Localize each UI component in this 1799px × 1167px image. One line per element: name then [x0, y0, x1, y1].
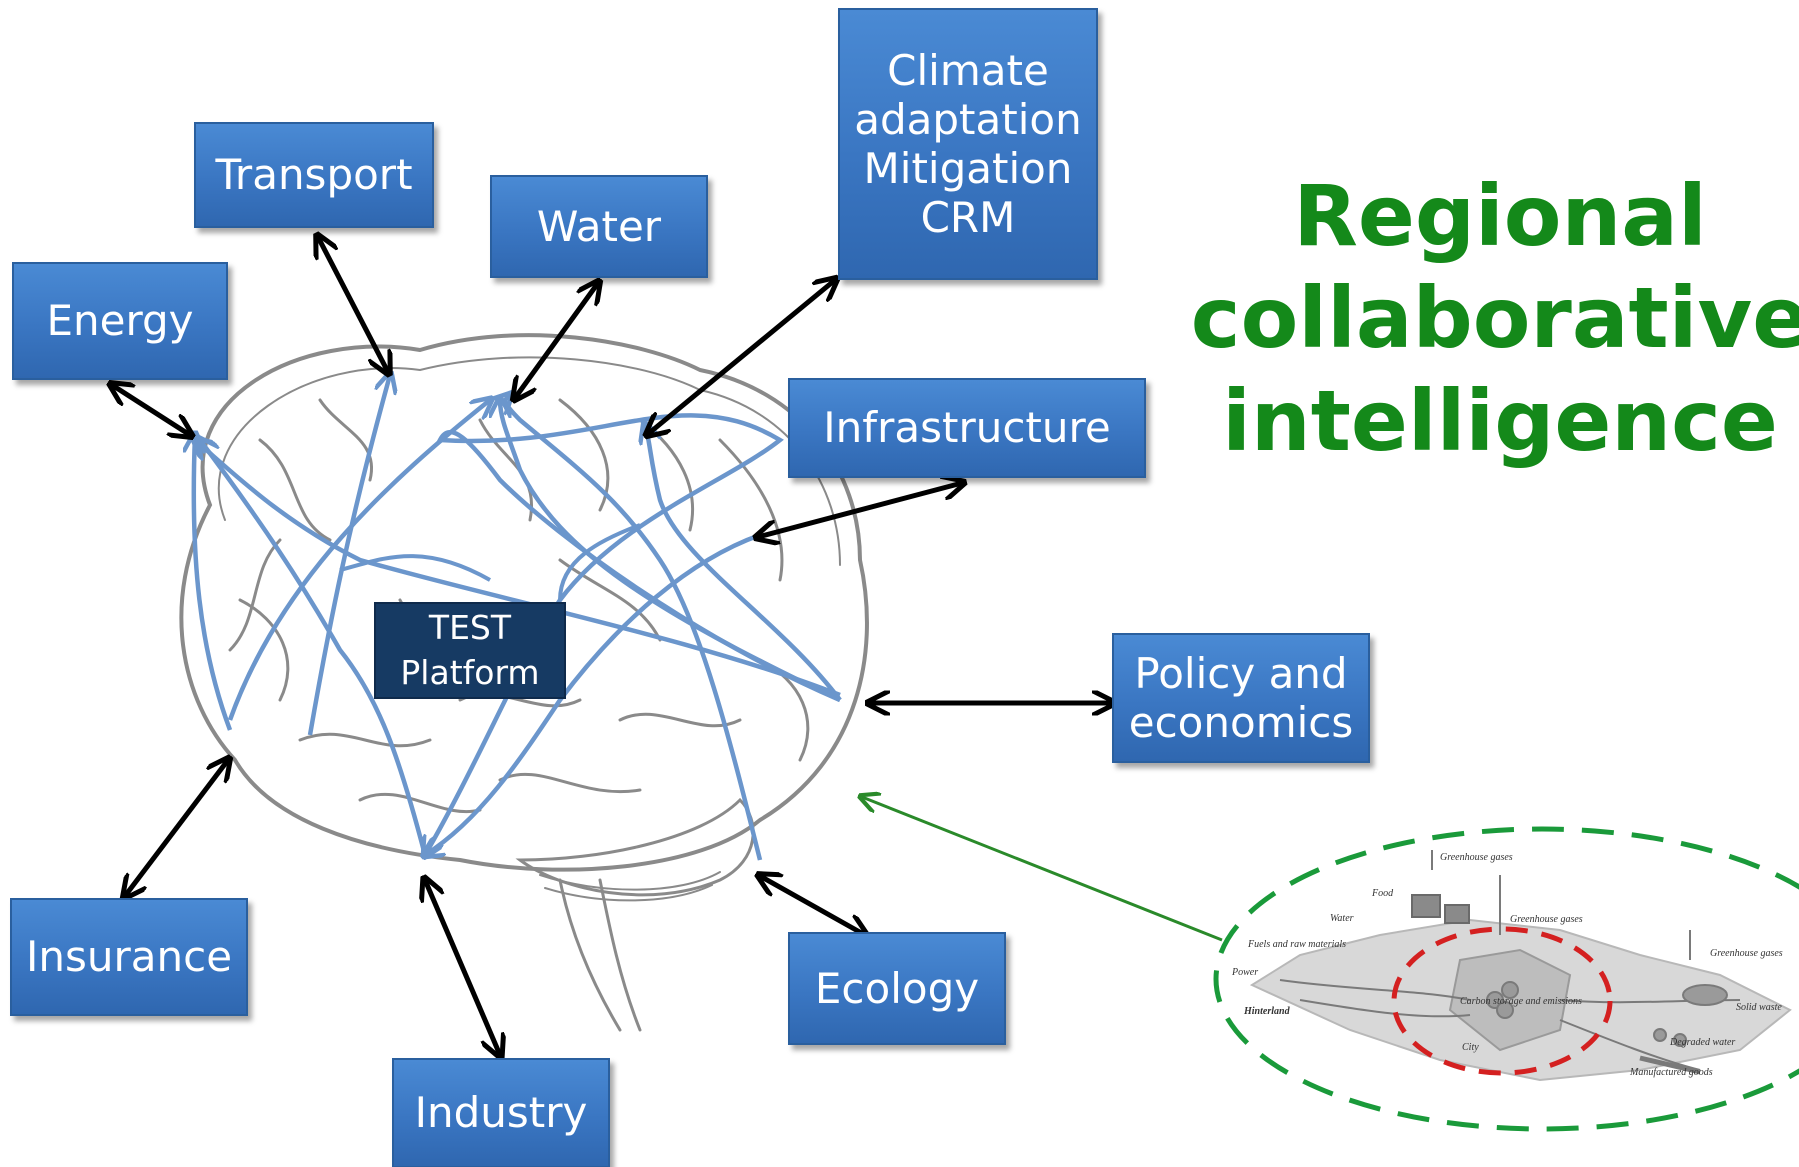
- inset-label-7: Carbon storage and emissions: [1460, 996, 1582, 1007]
- test-platform-box: TEST Platform: [374, 602, 566, 699]
- inset-label-9: Greenhouse gases: [1710, 948, 1783, 959]
- inset-label-8: City: [1462, 1042, 1479, 1053]
- inset-labels: Greenhouse gases Food Water Fuels and ra…: [1231, 852, 1783, 1078]
- blue-connection-paths: [194, 375, 842, 860]
- inset-label-12: Manufactured goods: [1629, 1067, 1713, 1078]
- node-water: Water: [490, 175, 708, 278]
- green-link-arrow: [862, 797, 1223, 942]
- inset-sketch: [1249, 850, 1792, 1082]
- inset-label-1: Food: [1371, 888, 1394, 899]
- node-energy: Energy: [12, 262, 228, 380]
- node-insurance: Insurance: [10, 898, 248, 1016]
- inset-label-3: Fuels and raw materials: [1247, 939, 1346, 950]
- node-infrastructure: Infrastructure: [788, 378, 1146, 478]
- regional-map-inset: Greenhouse gases Food Water Fuels and ra…: [1213, 826, 1799, 1132]
- inset-label-4: Greenhouse gases: [1510, 914, 1583, 925]
- node-climate: Climate adaptation Mitigation CRM: [838, 8, 1098, 280]
- black-double-arrows: [112, 237, 1112, 1055]
- node-transport: Transport: [194, 122, 434, 228]
- inset-label-0: Greenhouse gases: [1440, 852, 1513, 863]
- headline-regional-collaborative-intelligence: Regional collaborative intelligence: [1190, 167, 1799, 470]
- node-ecology: Ecology: [788, 932, 1006, 1045]
- inset-label-6: Hinterland: [1243, 1006, 1291, 1017]
- inset-label-11: Degraded water: [1669, 1037, 1735, 1048]
- node-industry: Industry: [392, 1058, 610, 1167]
- inset-label-2: Water: [1330, 913, 1354, 924]
- inset-label-5: Power: [1231, 967, 1258, 978]
- node-policy: Policy and economics: [1112, 633, 1370, 763]
- inset-label-10: Solid waste: [1736, 1002, 1782, 1013]
